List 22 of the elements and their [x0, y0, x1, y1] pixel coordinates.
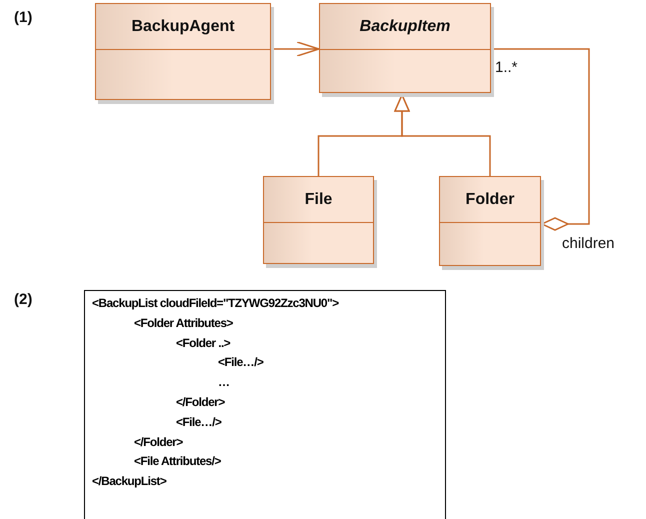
class-name: BackupAgent: [130, 17, 236, 37]
class-name: BackupItem: [358, 17, 452, 37]
code-line: <File Attributes/>: [134, 454, 221, 468]
multiplicity-label: 1..*: [495, 59, 518, 76]
code-line: …: [218, 375, 230, 390]
association-arrow: [271, 41, 320, 57]
code-line: <File…/>: [176, 414, 222, 429]
code-line: <BackupList cloudFileId="TZYWG92Zzc3NU0">: [92, 296, 339, 310]
code-line: </BackupList>: [92, 474, 166, 488]
panel-number: (2): [14, 291, 32, 308]
code-line: <Folder Attributes>: [134, 316, 233, 330]
aggregation-line: [491, 48, 590, 231]
panel-number: (1): [14, 9, 32, 26]
code-line: </Folder>: [134, 434, 183, 449]
code-line: </Folder>: [176, 395, 225, 409]
inheritance-arrow: [394, 94, 491, 176]
role-label: children: [562, 235, 615, 252]
code-box: [84, 290, 446, 519]
code-line: <Folder ..>: [176, 336, 230, 350]
class-name: Folder: [464, 190, 516, 210]
code-line: <File…/>: [218, 355, 264, 370]
class-name: File: [304, 190, 334, 210]
